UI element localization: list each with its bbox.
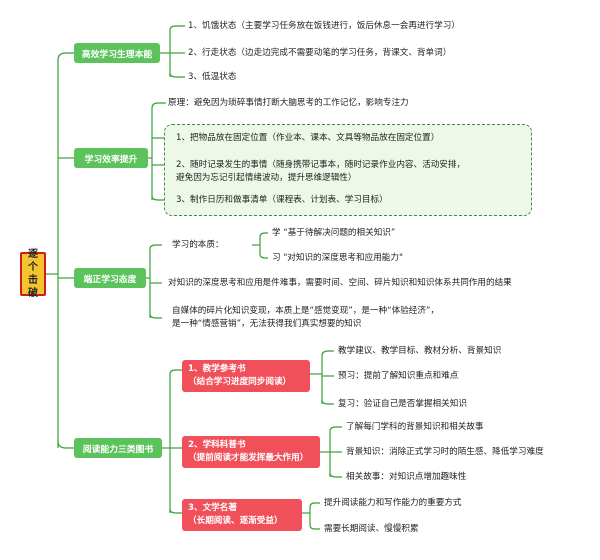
branch-efficiency[interactable]: 学习效率提升 bbox=[74, 148, 148, 168]
science-item-1: 了解每门学科的背景知识和相关故事 bbox=[346, 422, 484, 432]
literature-item-2: 需要长期阅读、慢慢积累 bbox=[324, 524, 419, 534]
root-node[interactable]: 逐个击破 bbox=[20, 249, 46, 299]
attitude-para-1: 对知识的深度思考和应用是件难事，需要时间、空间、碎片知识和知识体系共同作用的结果 bbox=[168, 278, 512, 288]
group-reference-books[interactable]: 1、教学参考书 （结合学习进度同步阅读） bbox=[182, 360, 310, 392]
efficiency-principle: 原理：避免因为琐碎事情打断大脑思考的工作记忆，影响专注力 bbox=[168, 98, 409, 108]
branch-physiology[interactable]: 高效学习生理本能 bbox=[74, 43, 160, 63]
physiology-item-2: 2、行走状态（边走边完成不需要动笔的学习任务，背课文、背单词） bbox=[188, 48, 452, 58]
branch-reading[interactable]: 阅读能力三类图书 bbox=[74, 438, 162, 458]
group-literature-books[interactable]: 3、文学名著 （长期阅读、逐渐受益） bbox=[182, 499, 302, 531]
efficiency-item-2-cont: 避免因为忘记引起情绪波动，提升思维逻辑性） bbox=[176, 173, 357, 183]
group-reference-title: 1、教学参考书 bbox=[188, 364, 246, 374]
efficiency-item-3: 3、制作日历和做事清单（课程表、计划表、学习目标） bbox=[176, 195, 388, 205]
essence-learn: 学 “基于待解决问题的相关知识” bbox=[272, 228, 396, 238]
efficiency-methods-box bbox=[164, 124, 532, 216]
science-item-3: 相关故事：对知识点增加趣味性 bbox=[346, 472, 467, 482]
group-science-subtitle: （提前阅读才能发挥最大作用） bbox=[188, 453, 309, 463]
group-science-books[interactable]: 2、学科科普书 （提前阅读才能发挥最大作用） bbox=[182, 436, 320, 468]
reference-item-2: 预习：提前了解知识重点和难点 bbox=[338, 371, 459, 381]
essence-practice: 习 "对知识的深度思考和应用能力" bbox=[272, 253, 403, 263]
physiology-item-3: 3、低温状态 bbox=[188, 72, 237, 82]
physiology-item-1: 1、饥饿状态（主要学习任务放在饭钱进行，饭后休息一会再进行学习） bbox=[188, 21, 460, 31]
group-reference-subtitle: （结合学习进度同步阅读） bbox=[188, 377, 292, 387]
branch-attitude[interactable]: 端正学习态度 bbox=[74, 268, 146, 288]
attitude-essence-label: 学习的本质： bbox=[172, 240, 224, 250]
reference-item-3: 复习：验证自己是否掌握相关知识 bbox=[338, 399, 467, 409]
group-literature-title: 3、文学名著 bbox=[188, 503, 237, 513]
efficiency-item-2: 2、随时记录发生的事情（随身携带记事本，随时记录作业内容、活动安排， bbox=[176, 160, 466, 170]
literature-item-1: 提升阅读能力和写作能力的重要方式 bbox=[324, 498, 462, 508]
science-item-2: 背景知识：消除正式学习时的陌生感、降低学习难度 bbox=[346, 447, 544, 457]
group-science-title: 2、学科科普书 bbox=[188, 440, 246, 450]
efficiency-item-1: 1、把物品放在固定位置（作业本、课本、文具等物品放在固定位置） bbox=[176, 133, 440, 143]
attitude-para-2-line-1: 自媒体的碎片化知识变现，本质上是“感觉变现”，是一种“体验经济”， bbox=[172, 306, 440, 316]
group-literature-subtitle: （长期阅读、逐渐受益） bbox=[188, 516, 283, 526]
reference-item-1: 教学建议、教学目标、教材分析、背景知识 bbox=[338, 346, 502, 356]
attitude-para-2-line-2: 是一种“情感营销”，无法获得我们真实想要的知识 bbox=[172, 319, 362, 329]
